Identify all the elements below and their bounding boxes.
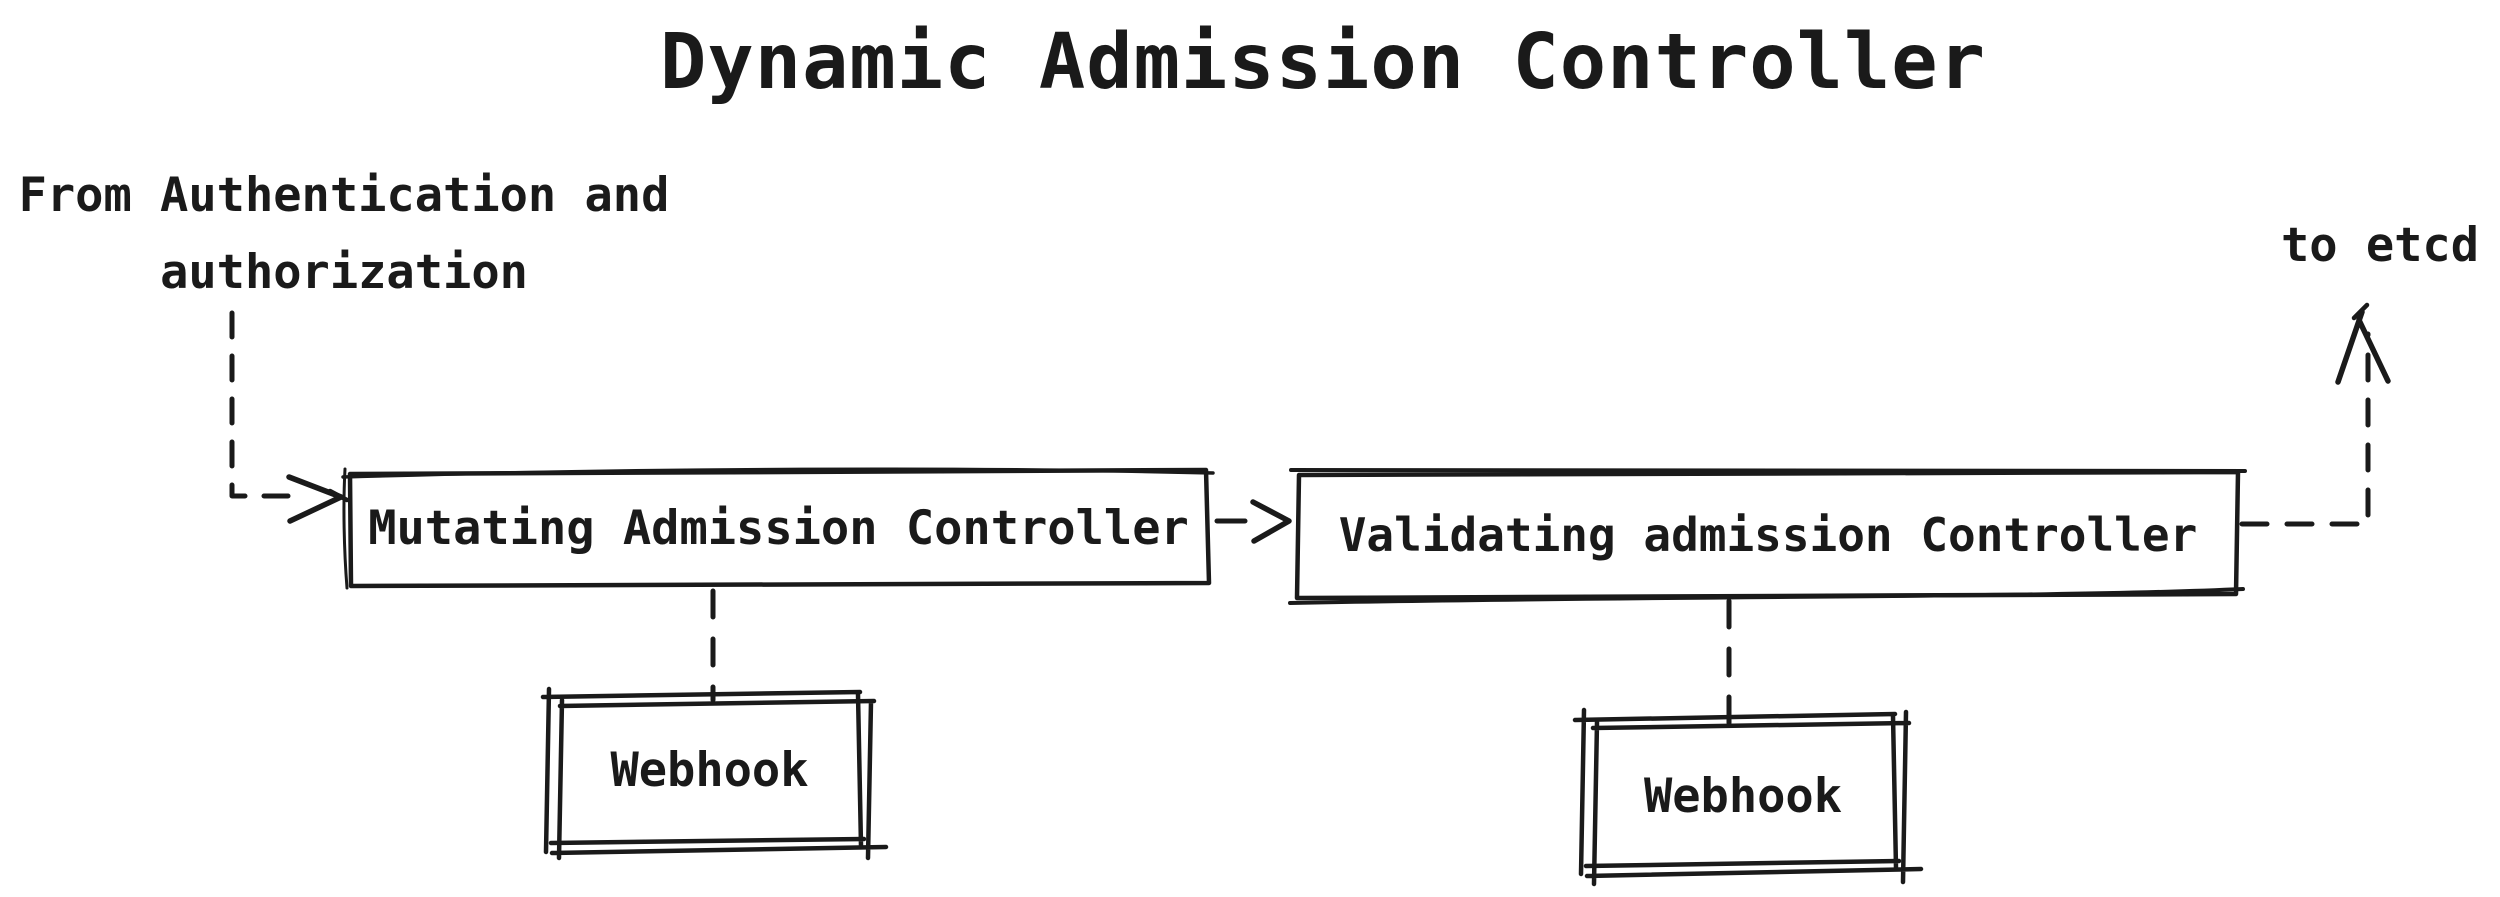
arrowhead: [2335, 309, 2391, 385]
node-validating-admission-controller: Validating admission Controller: [1296, 473, 2240, 597]
annotation-from-auth: From Authentication and authorization: [18, 168, 670, 301]
box-outline: [1294, 469, 2241, 601]
dashed-elbow: [229, 310, 305, 499]
node-border-webhook-left: [540, 686, 889, 861]
arrowhead: [1250, 499, 1292, 544]
node-webhook-right: Webhook: [1581, 714, 1905, 878]
arrowhead: [286, 474, 344, 524]
node-label: Webhook: [1643, 768, 1843, 824]
node-border-validating: [1288, 466, 2247, 605]
box-stroke: [1572, 707, 1902, 877]
box-stroke-2: [1584, 709, 1924, 887]
box-overstroke-top: [341, 467, 1215, 479]
box-overstroke-bottom: [1288, 587, 2245, 605]
node-label: Webhook: [610, 742, 809, 798]
node-border-webhook-right: [1572, 707, 1924, 887]
box-stroke: [540, 686, 867, 855]
edge-validating-to-etcd: [2239, 302, 2391, 527]
dashed-elbow: [2239, 331, 2371, 527]
box-overstroke-left: [342, 467, 349, 590]
box-overstroke-top: [1289, 466, 2247, 473]
box-stroke-2: [549, 697, 889, 861]
node-mutating-admission-controller: Mutating Admission Controller: [348, 470, 1209, 586]
diagram-title: Dynamic Admission Controller: [660, 18, 1987, 107]
node-webhook-left: Webhook: [546, 691, 873, 849]
edge-auth-to-mutating: [229, 310, 350, 524]
arrowhead-tick: [327, 488, 350, 503]
node-border-mutating: [341, 467, 1215, 590]
annotation-to-etcd: to etcd: [2280, 218, 2480, 273]
box-outline: [347, 467, 1212, 589]
node-label: Validating admission Controller: [1338, 508, 2198, 562]
edge-mutating-to-validating: [1214, 499, 1292, 544]
node-label: Mutating Admission Controller: [368, 500, 1189, 556]
arrowhead-tick: [2351, 302, 2370, 321]
